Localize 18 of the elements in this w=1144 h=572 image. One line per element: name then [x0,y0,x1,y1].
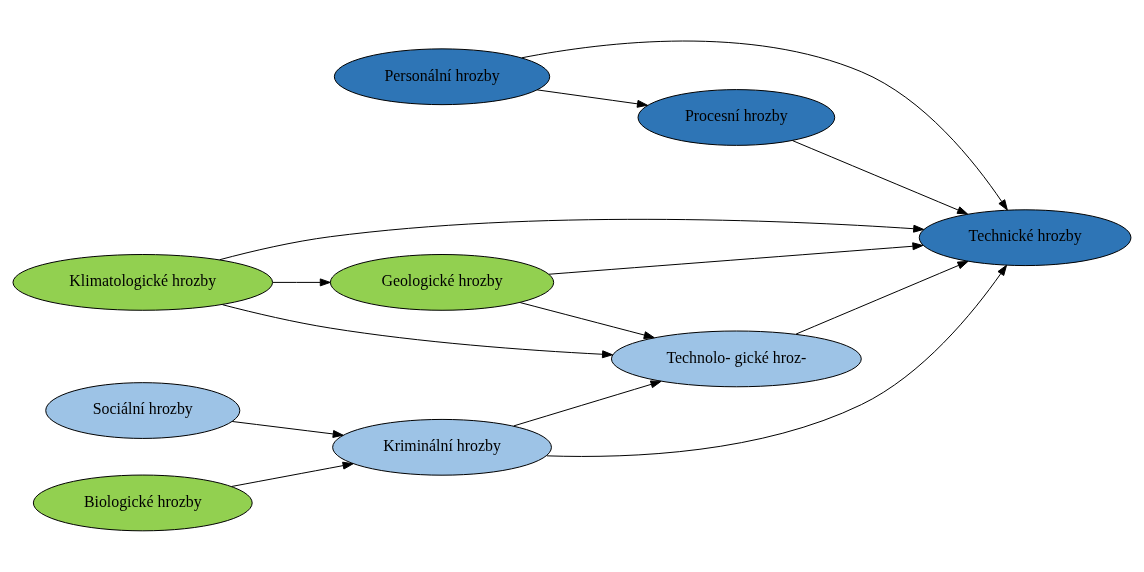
arrow [219,218,925,261]
node-ellipse: Sociální hrozby [45,382,241,439]
arrow [536,89,648,108]
node-ellipse: Personální hrozby [333,48,551,106]
arrow [792,140,968,215]
arrow [521,40,1008,211]
node-ellipse: Klimatologické hrozby [12,254,274,311]
arrow [272,278,331,287]
arrow [222,304,613,359]
node-ellipse: Biologické hrozby [32,474,253,532]
arrow [548,242,924,275]
arrow [231,461,354,487]
arrow [519,302,655,339]
arrow [231,420,344,438]
arrow [795,260,969,335]
node-ellipse: Geologické hrozby [329,254,555,311]
arrow [513,380,662,427]
arrow [546,264,1007,457]
